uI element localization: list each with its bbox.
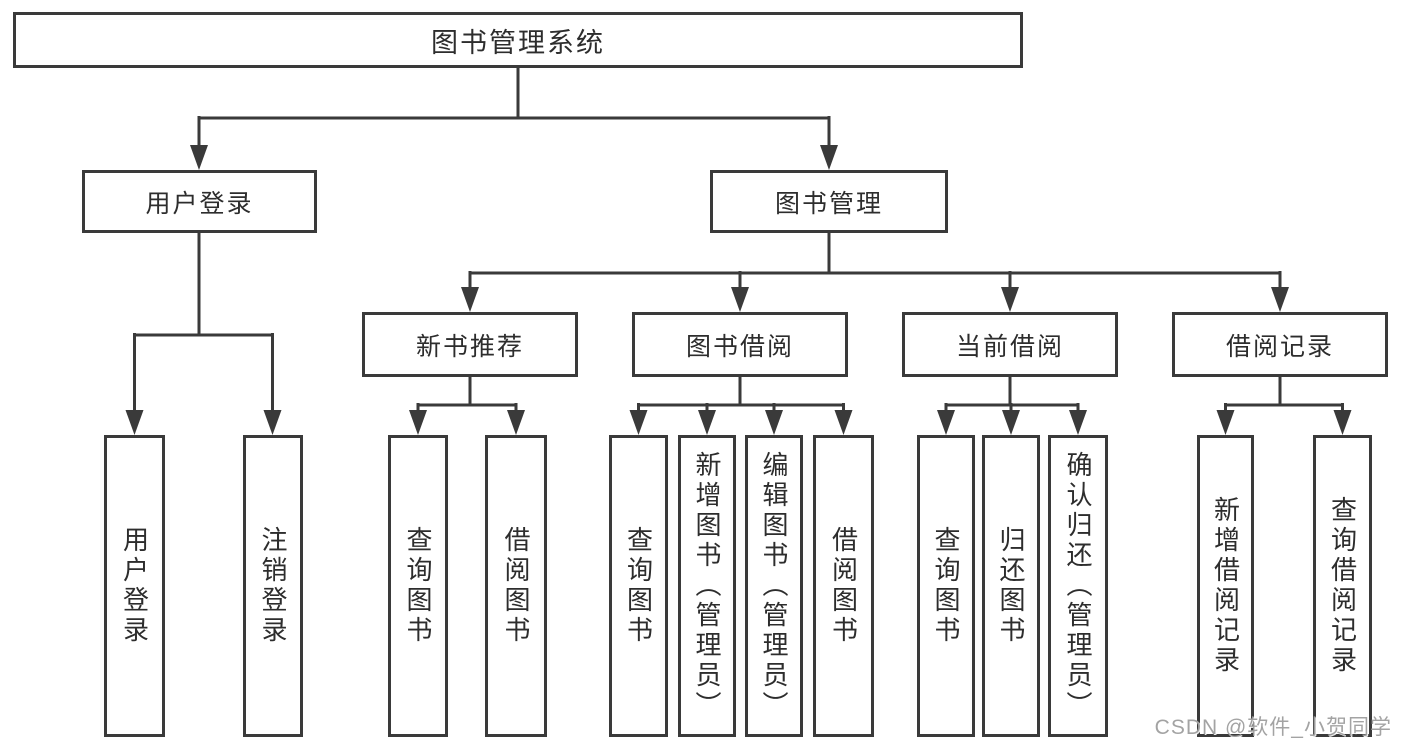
leaf-br-query-record: 查询借阅记录 [1313, 435, 1372, 737]
node-book-management: 图书管理 [710, 170, 948, 233]
node-current-borrowing-label: 当前借阅 [955, 332, 1064, 361]
leaf-cb-return-books-label: 归还图书 [996, 526, 1026, 646]
leaf-logout-label: 注销登录 [258, 526, 288, 646]
leaf-bb-borrow-books: 借阅图书 [813, 435, 874, 737]
leaf-cb-confirm-return-admin-label: 确认归还（管理员） [1063, 451, 1093, 721]
leaf-br-query-record-label: 查询借阅记录 [1327, 496, 1358, 676]
leaf-cb-query-books: 查询图书 [917, 435, 975, 737]
node-root-label: 图书管理系统 [431, 27, 605, 58]
leaf-cb-query-books-label: 查询图书 [931, 526, 961, 646]
node-borrow-records: 借阅记录 [1172, 312, 1388, 377]
leaf-nb-query-books-label: 查询图书 [403, 526, 433, 646]
leaf-logout: 注销登录 [243, 435, 303, 737]
node-current-borrowing: 当前借阅 [902, 312, 1118, 377]
node-new-book-recommend: 新书推荐 [362, 312, 578, 377]
node-book-borrowing: 图书借阅 [632, 312, 848, 377]
node-user-login-label: 用户登录 [145, 189, 254, 218]
leaf-br-add-record: 新增借阅记录 [1197, 435, 1254, 737]
leaf-bb-query-books-label: 查询图书 [623, 526, 654, 646]
node-new-book-recommend-label: 新书推荐 [415, 332, 524, 361]
leaf-cb-return-books: 归还图书 [982, 435, 1040, 737]
node-book-management-label: 图书管理 [774, 189, 883, 218]
leaf-nb-borrow-books-label: 借阅图书 [501, 526, 531, 646]
leaf-user-login: 用户登录 [104, 435, 165, 737]
leaf-bb-add-books-admin: 新增图书（管理员） [678, 435, 736, 737]
node-root: 图书管理系统 [13, 12, 1023, 68]
leaf-br-add-record-label: 新增借阅记录 [1210, 496, 1241, 676]
leaf-bb-query-books: 查询图书 [609, 435, 668, 737]
node-book-borrowing-label: 图书借阅 [685, 332, 794, 361]
leaf-bb-borrow-books-label: 借阅图书 [828, 526, 859, 646]
leaf-cb-confirm-return-admin: 确认归还（管理员） [1048, 435, 1108, 737]
watermark: CSDN @软件_小贺同学 [1154, 716, 1392, 739]
leaf-nb-borrow-books: 借阅图书 [485, 435, 547, 737]
leaf-user-login-label: 用户登录 [119, 526, 150, 646]
node-user-login: 用户登录 [82, 170, 317, 233]
leaf-nb-query-books: 查询图书 [388, 435, 448, 737]
node-borrow-records-label: 借阅记录 [1225, 332, 1334, 361]
leaf-bb-edit-books-admin: 编辑图书（管理员） [745, 435, 803, 737]
leaf-bb-add-books-admin-label: 新增图书（管理员） [692, 451, 722, 721]
leaf-bb-edit-books-admin-label: 编辑图书（管理员） [759, 451, 789, 721]
